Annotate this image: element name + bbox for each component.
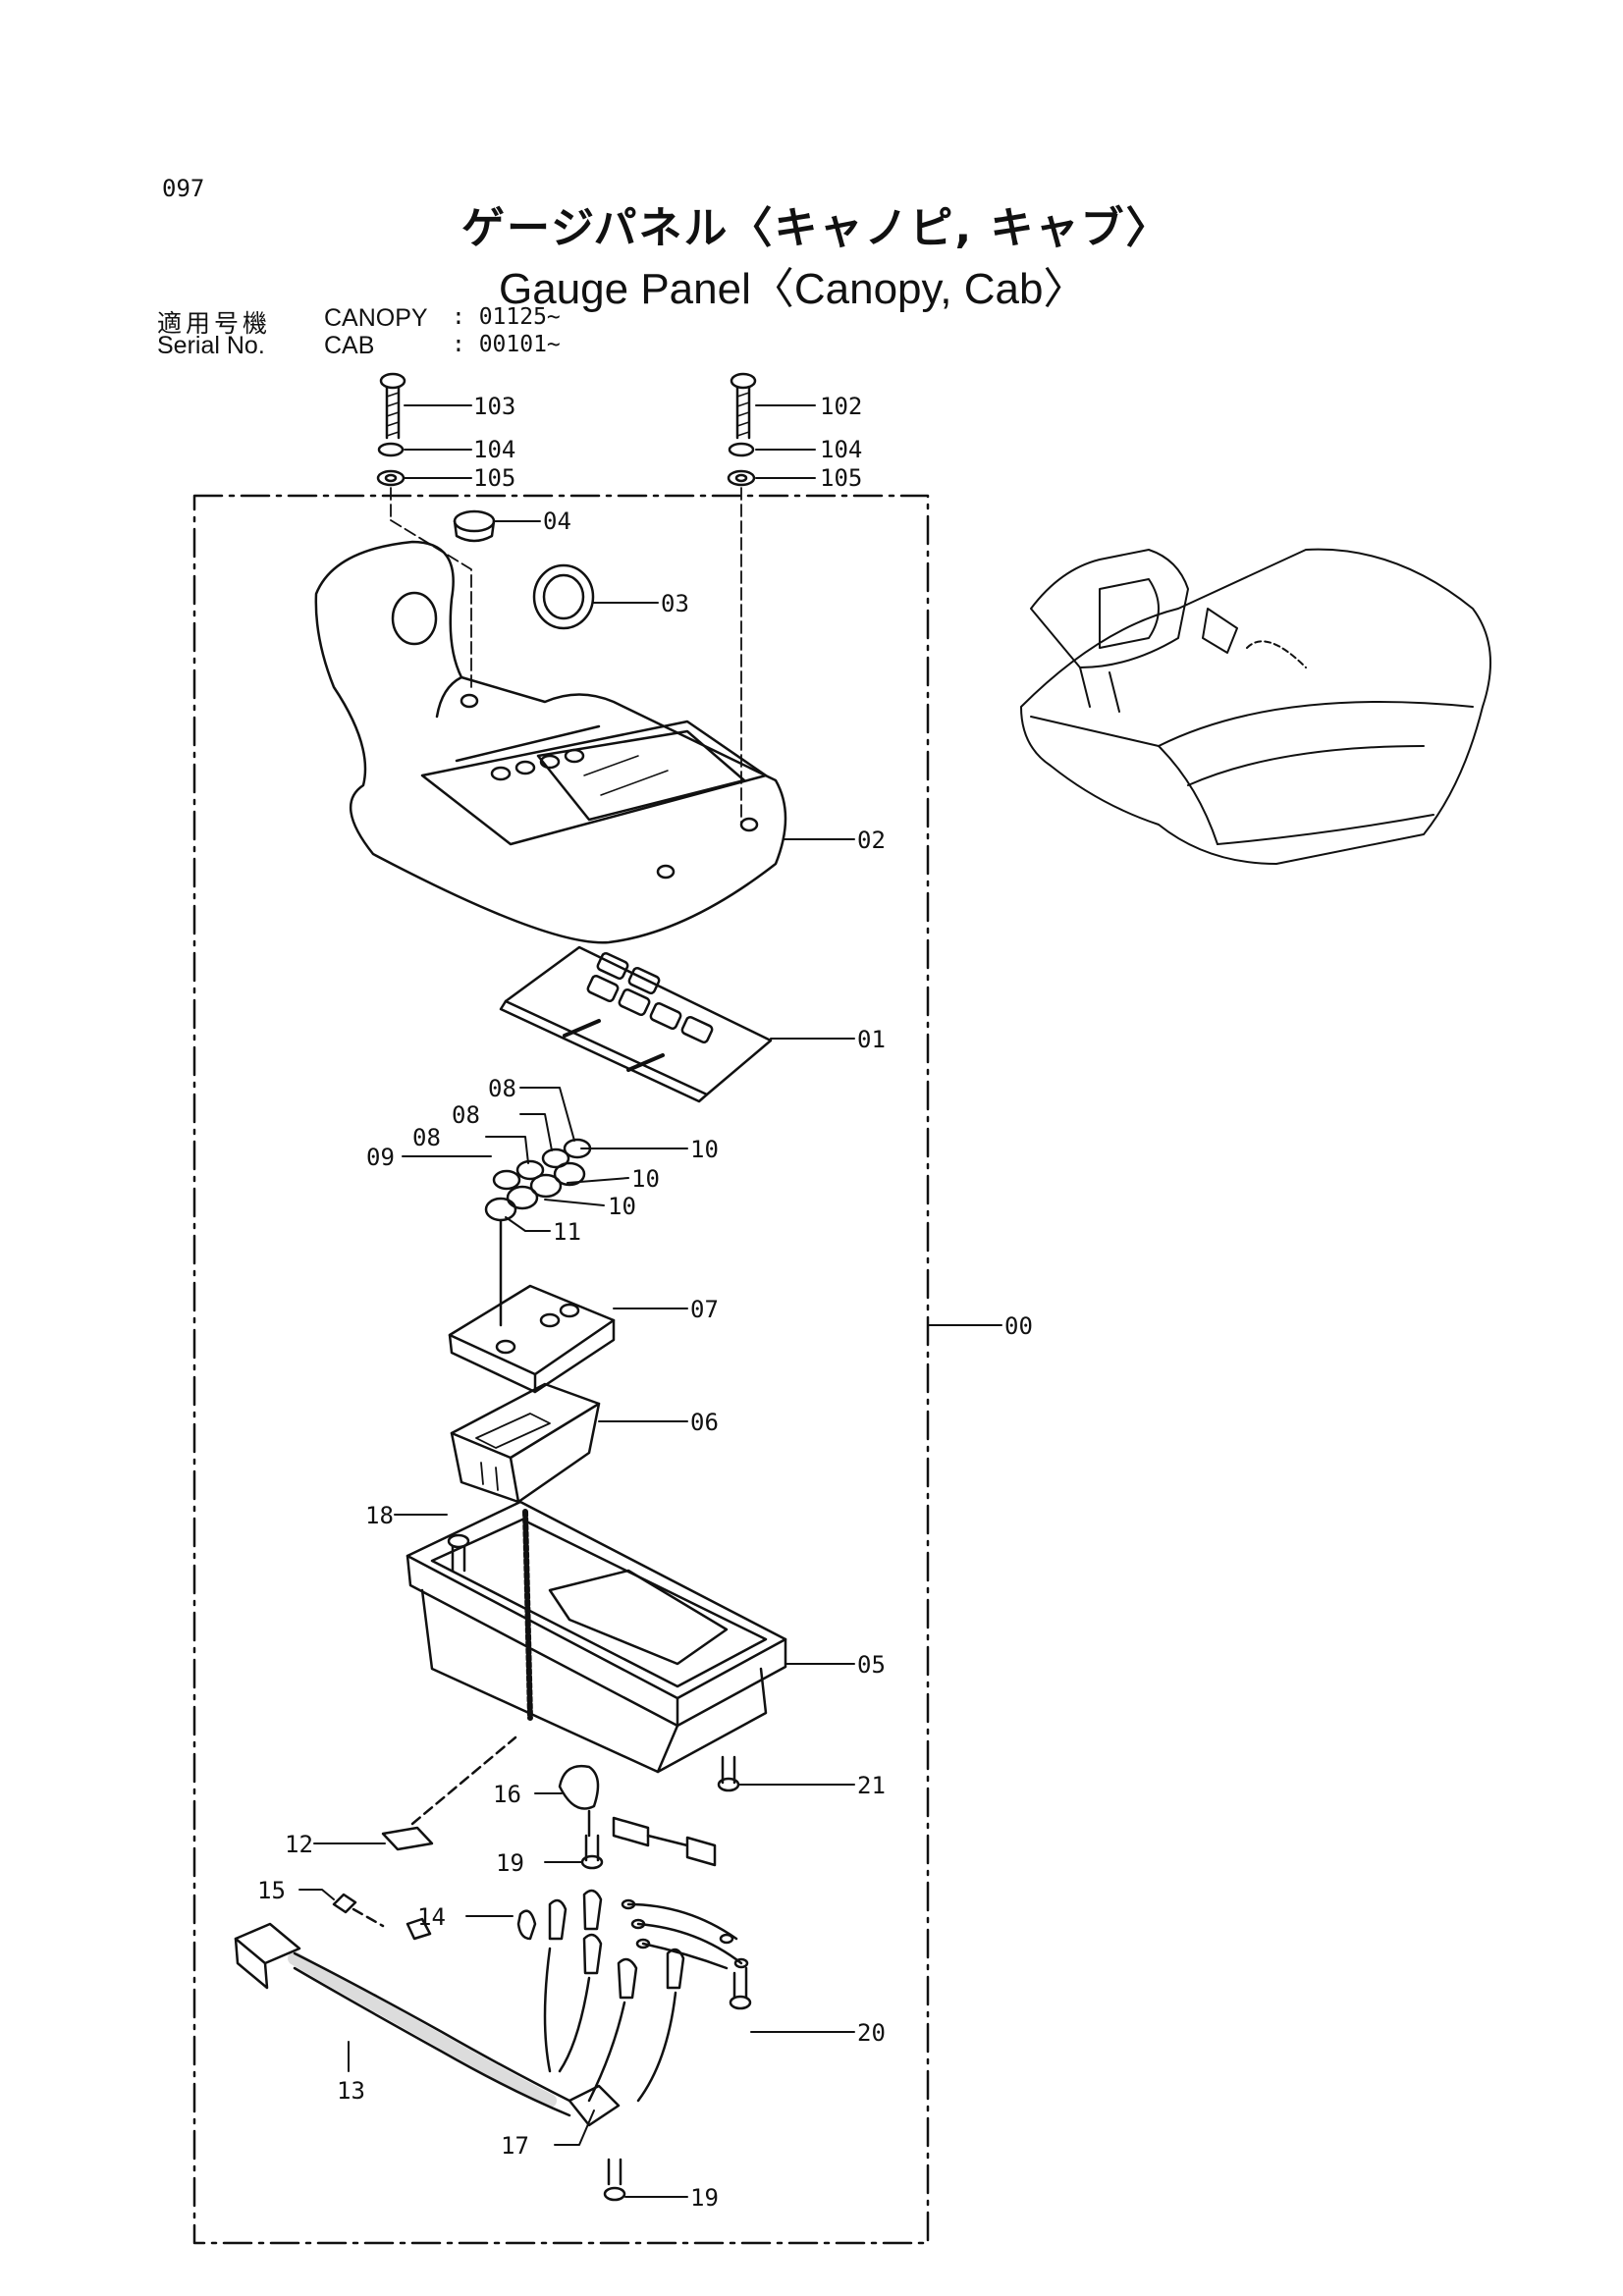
part-label-05: 05 <box>857 1651 886 1679</box>
part-label-18: 18 <box>365 1502 394 1529</box>
screw-21 <box>717 1755 740 1792</box>
part-label-17: 17 <box>501 2132 529 2160</box>
grommet-17 <box>568 2084 621 2127</box>
serial-label-english: Serial No. <box>157 332 265 359</box>
part-label-102: 102 <box>820 393 862 420</box>
part-label-12: 12 <box>285 1831 313 1858</box>
bulb-14 <box>516 1909 537 1941</box>
part-label-13: 13 <box>337 2077 365 2105</box>
part-label-19-upper: 19 <box>496 1849 524 1877</box>
part-label-20: 20 <box>857 2019 886 2047</box>
screw-20 <box>732 1966 748 2000</box>
part-label-08-top: 08 <box>488 1075 516 1102</box>
part-label-19-lower: 19 <box>690 2184 719 2212</box>
part-label-03: 03 <box>661 590 689 617</box>
panel-01 <box>499 945 773 1103</box>
part-label-08-low: 08 <box>412 1124 441 1151</box>
part-label-15: 15 <box>257 1877 286 1904</box>
lens-buttons <box>484 1138 592 1327</box>
part-label-105-right: 105 <box>820 464 862 492</box>
cab-serial-value: : 00101~ <box>452 332 561 357</box>
part-label-01: 01 <box>857 1026 886 1053</box>
screw-19-upper <box>580 1834 604 1870</box>
part-label-10-top: 10 <box>690 1136 719 1163</box>
canopy-serial-value: : 01125~ <box>452 304 561 330</box>
part-label-09: 09 <box>366 1144 395 1171</box>
gauge-unit-06 <box>450 1382 601 1504</box>
part-label-104-right: 104 <box>820 436 862 463</box>
machine-overview-illustration <box>1020 548 1491 865</box>
part-label-07: 07 <box>690 1296 719 1323</box>
part-label-16: 16 <box>493 1781 521 1808</box>
part-label-10-mid: 10 <box>631 1165 660 1193</box>
clamp-16 <box>558 1764 717 1867</box>
case-05 <box>406 1500 787 1774</box>
canopy-label: CANOPY <box>324 304 428 332</box>
screw-103 <box>379 372 406 440</box>
screw-102 <box>730 372 757 440</box>
page-number: 097 <box>162 175 205 202</box>
cap-04 <box>453 509 496 543</box>
title-japanese: ゲージパネル〈キャノピ, キャブ〉 <box>461 203 1171 253</box>
harness-13 <box>234 1889 752 2127</box>
guide-line-left <box>390 487 472 688</box>
grommet-03 <box>532 563 595 630</box>
assembly-boundary <box>192 494 930 2245</box>
screw-19-lower <box>603 2158 626 2202</box>
title-english: Gauge Panel〈Canopy, Cab〉 <box>499 265 1087 313</box>
leader-lines <box>298 404 1002 2198</box>
part-label-105-left: 105 <box>473 464 515 492</box>
part-label-06: 06 <box>690 1409 719 1436</box>
part-label-104-left: 104 <box>473 436 515 463</box>
part-label-08-mid: 08 <box>452 1101 480 1129</box>
part-label-103: 103 <box>473 393 515 420</box>
part-label-21: 21 <box>857 1772 886 1799</box>
part-number-labels: 103 102 104 104 105 105 04 03 02 01 08 0… <box>257 393 1033 2212</box>
part-label-02: 02 <box>857 827 886 854</box>
holder-07 <box>448 1284 616 1394</box>
connector-15 <box>332 1893 357 1914</box>
cab-label: CAB <box>324 332 375 359</box>
part-label-04: 04 <box>543 507 571 535</box>
part-label-11: 11 <box>553 1218 581 1246</box>
label-12 <box>381 1735 517 1851</box>
serial-label-japanese: 適用号機 <box>157 310 272 338</box>
part-label-00: 00 <box>1004 1312 1033 1340</box>
part-label-14: 14 <box>417 1903 446 1931</box>
spring-washers-104 <box>377 442 755 457</box>
cover-02 <box>314 540 787 944</box>
part-label-10-low: 10 <box>608 1193 636 1220</box>
